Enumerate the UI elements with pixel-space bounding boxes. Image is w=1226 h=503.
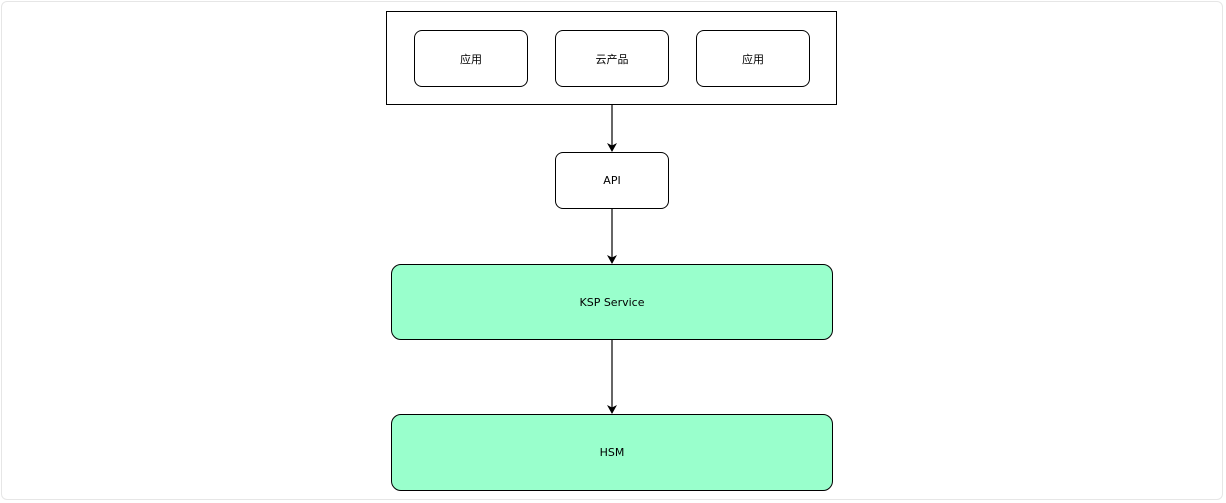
node-app-left: 应用 [414,30,528,87]
node-api: API [555,152,669,209]
node-api-label: API [603,174,621,187]
node-ksp-service: KSP Service [391,264,833,340]
node-cloud-product-label: 云产品 [595,52,629,66]
node-app-right: 应用 [696,30,810,87]
node-hsm-label: HSM [599,446,625,459]
node-ksp-service-label: KSP Service [579,295,645,309]
node-hsm: HSM [391,414,833,491]
node-app-right-label: 应用 [742,52,764,66]
node-cloud-product: 云产品 [555,30,669,87]
node-app-left-label: 应用 [460,52,482,66]
